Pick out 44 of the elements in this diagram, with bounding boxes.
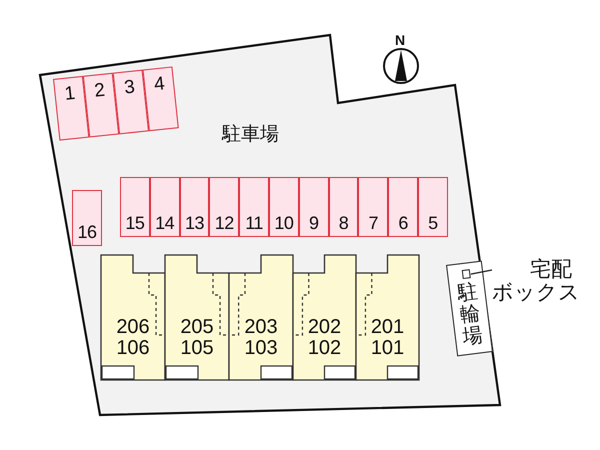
unit-number: 205 [180, 317, 214, 338]
unit-number: 201 [370, 317, 404, 338]
area-label: 駐車場 [222, 125, 279, 144]
parking-space [180, 177, 210, 237]
parking-space [209, 177, 240, 237]
parking-space [150, 177, 180, 237]
unit-number: 101 [370, 338, 404, 359]
space-number: 1 [64, 84, 76, 104]
space-number: 8 [338, 214, 348, 232]
space-number: 4 [153, 74, 166, 94]
space-number: 6 [398, 214, 408, 232]
unit-number: 102 [308, 338, 342, 359]
space-number: 15 [125, 214, 144, 232]
space-number: 5 [428, 214, 438, 232]
delivery-box [462, 269, 471, 280]
parking-space [328, 177, 358, 237]
space-number: 10 [274, 214, 294, 232]
delivery-box-label: 宅配ボックス [492, 258, 589, 304]
space-number: 12 [214, 214, 234, 232]
unit-number: 103 [244, 338, 278, 359]
space-number: 9 [308, 214, 318, 232]
parking-space [120, 177, 150, 237]
unit-number: 206 [116, 317, 150, 338]
unit-number: 202 [308, 317, 342, 338]
parking-space [239, 177, 269, 237]
space-number: 2 [93, 80, 106, 101]
space-number: 7 [368, 214, 378, 232]
space-number: 11 [245, 214, 263, 232]
parking-space [72, 190, 102, 246]
parking-space [298, 177, 329, 237]
unit-number: 203 [244, 317, 278, 338]
parking-space [269, 177, 299, 237]
parking-space [418, 177, 448, 237]
parking-space [388, 177, 418, 237]
unit-number: 105 [180, 338, 214, 359]
space-number: 14 [155, 214, 174, 232]
parking-space [358, 177, 388, 237]
north-label: N [395, 33, 406, 47]
bicycle-parking-label: 駐輪場 [456, 280, 484, 348]
unit-number: 106 [116, 338, 150, 359]
space-number: 13 [184, 214, 204, 232]
space-number: 3 [123, 78, 136, 98]
space-number: 16 [77, 223, 97, 241]
leader-line [470, 269, 492, 275]
